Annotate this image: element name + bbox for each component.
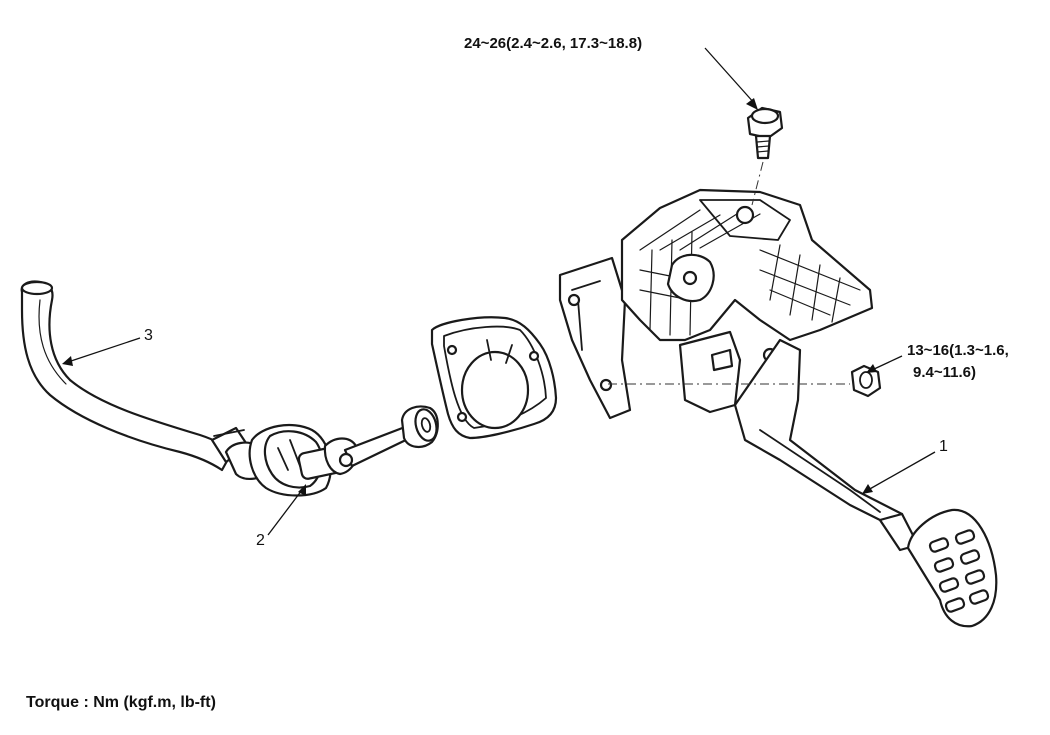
leader-part1 — [862, 451, 936, 494]
nut-torque-label-line1: 13~16(1.3~1.6, — [907, 342, 1009, 359]
part-number-2: 2 — [256, 532, 265, 549]
gasket-plate — [430, 316, 558, 440]
clutch-hose — [20, 280, 250, 472]
leader-part2 — [267, 484, 306, 536]
torque-unit-note: Torque : Nm (kgf.m, lb-ft) — [26, 694, 216, 711]
mounting-bolt — [746, 106, 784, 160]
part-number-1: 1 — [939, 438, 948, 455]
clutch-pedal-assembly — [558, 188, 998, 628]
mounting-nut — [850, 364, 882, 398]
bolt-torque-label: 24~26(2.4~2.6, 17.3~18.8) — [464, 35, 643, 52]
pushrod-boot — [400, 405, 439, 448]
leader-nut — [866, 355, 903, 373]
leader-part3 — [62, 337, 141, 366]
clutch-master-cylinder — [224, 423, 412, 497]
pedal-pad-grips — [928, 529, 990, 613]
part-number-3: 3 — [144, 327, 153, 344]
leader-bolt — [704, 47, 758, 110]
nut-torque-label-line2: 9.4~11.6) — [913, 364, 976, 381]
